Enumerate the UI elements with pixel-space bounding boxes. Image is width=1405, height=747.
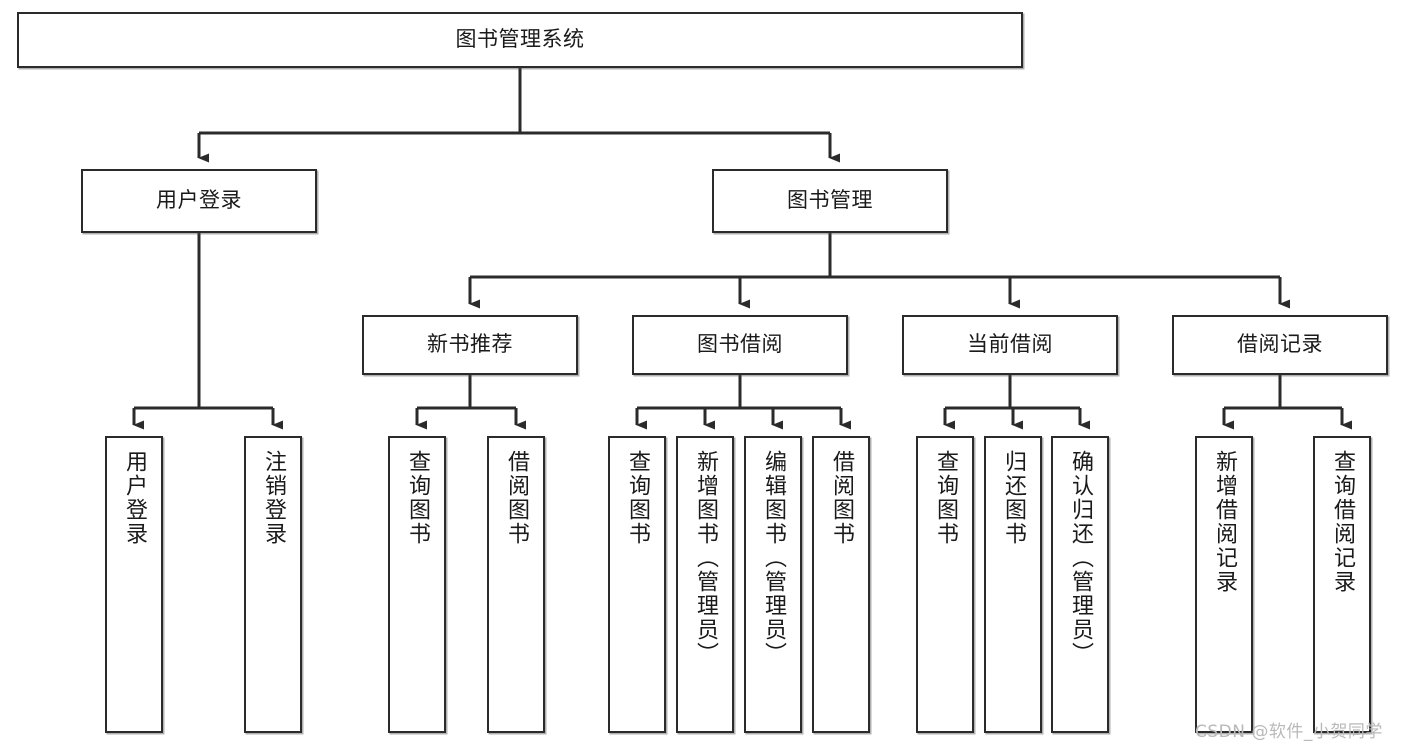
node-leaf-query-book-rec-label: 查询图书 <box>405 450 430 546</box>
node-leaf-query-record[interactable]: 查询借阅记录 <box>1313 436 1371 733</box>
node-leaf-borrow-book-bb[interactable]: 借阅图书 <box>812 436 870 733</box>
node-leaf-user-login-label: 用户登录 <box>122 450 147 546</box>
node-root-label: 图书管理系统 <box>455 27 585 52</box>
node-leaf-query-book-cb-label: 查询图书 <box>933 450 958 546</box>
node-leaf-borrow-book-bb-label: 借阅图书 <box>829 450 854 546</box>
node-leaf-add-book-label: 新增图书（管理员） <box>693 450 718 666</box>
node-book-manage-label: 图书管理 <box>787 188 873 213</box>
node-leaf-borrow-book-rec[interactable]: 借阅图书 <box>487 436 545 733</box>
node-root[interactable]: 图书管理系统 <box>17 12 1023 68</box>
node-book-borrow[interactable]: 图书借阅 <box>632 315 848 375</box>
node-leaf-edit-book-label: 编辑图书（管理员） <box>761 450 786 666</box>
node-leaf-query-book-cb[interactable]: 查询图书 <box>916 436 974 733</box>
node-leaf-confirm-return-label: 确认归还（管理员） <box>1068 450 1093 666</box>
node-leaf-edit-book[interactable]: 编辑图书（管理员） <box>744 436 802 733</box>
node-book-manage[interactable]: 图书管理 <box>712 169 948 233</box>
csdn-watermark: CSDN @软件_小贺同学 <box>1195 722 1383 742</box>
node-leaf-query-record-label: 查询借阅记录 <box>1330 450 1355 594</box>
node-leaf-query-book-bb-label: 查询图书 <box>625 450 650 546</box>
node-book-borrow-label: 图书借阅 <box>697 332 783 357</box>
node-leaf-borrow-book-rec-label: 借阅图书 <box>504 450 529 546</box>
node-leaf-user-logout-label: 注销登录 <box>261 450 286 546</box>
node-new-book-rec[interactable]: 新书推荐 <box>362 315 578 375</box>
node-leaf-user-logout[interactable]: 注销登录 <box>244 436 302 733</box>
node-user-login[interactable]: 用户登录 <box>81 169 317 233</box>
node-current-borrow-label: 当前借阅 <box>967 332 1053 357</box>
node-leaf-add-record[interactable]: 新增借阅记录 <box>1195 436 1253 733</box>
node-new-book-rec-label: 新书推荐 <box>427 332 513 357</box>
node-leaf-confirm-return[interactable]: 确认归还（管理员） <box>1051 436 1109 733</box>
node-user-login-label: 用户登录 <box>156 188 242 213</box>
node-borrow-record[interactable]: 借阅记录 <box>1172 315 1388 375</box>
node-leaf-return-book[interactable]: 归还图书 <box>984 436 1042 733</box>
node-leaf-query-book-bb[interactable]: 查询图书 <box>608 436 666 733</box>
node-borrow-record-label: 借阅记录 <box>1237 332 1323 357</box>
node-current-borrow[interactable]: 当前借阅 <box>902 315 1118 375</box>
node-leaf-query-book-rec[interactable]: 查询图书 <box>388 436 446 733</box>
node-leaf-return-book-label: 归还图书 <box>1001 450 1026 546</box>
node-leaf-user-login[interactable]: 用户登录 <box>105 436 163 733</box>
node-leaf-add-book[interactable]: 新增图书（管理员） <box>676 436 734 733</box>
node-leaf-add-record-label: 新增借阅记录 <box>1212 450 1237 594</box>
